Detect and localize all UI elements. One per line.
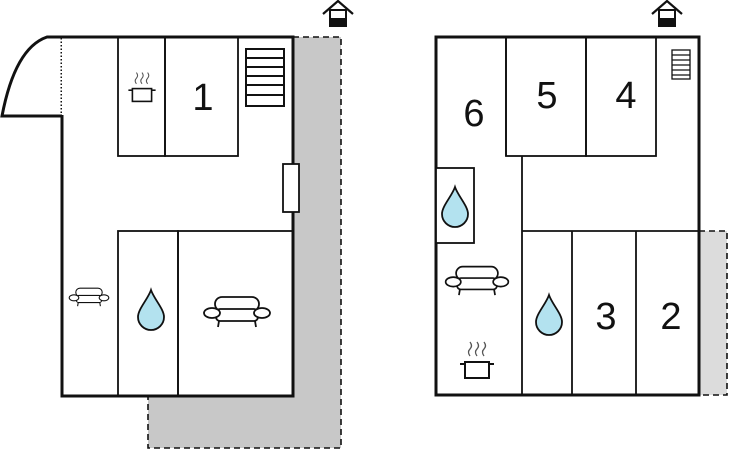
terrace-right-outline	[699, 230, 728, 396]
room-label-5: 5	[536, 75, 557, 117]
room-4-box	[585, 36, 657, 157]
room-label-1: 1	[192, 77, 213, 119]
room-label-4: 4	[615, 75, 636, 117]
balcony-left	[0, 35, 62, 118]
terrace-left	[148, 37, 341, 448]
floor-left: 1	[0, 0, 355, 449]
house-entrance-icon-right	[650, 0, 684, 28]
floor-right: 6 5 4 3 2	[434, 0, 728, 397]
terrace-right	[699, 231, 727, 395]
floor-right-walls	[434, 35, 701, 397]
room-1-box	[164, 36, 239, 157]
room-label-6: 6	[463, 93, 484, 135]
living-room-left	[177, 230, 294, 397]
house-entrance-icon	[321, 0, 355, 28]
window-left	[282, 163, 300, 213]
room-label-2: 2	[660, 296, 681, 338]
stairs-icon	[245, 48, 285, 107]
room-label-3: 3	[595, 296, 616, 338]
stairs-icon-right	[671, 49, 691, 80]
terrace-left-outline	[147, 36, 342, 449]
